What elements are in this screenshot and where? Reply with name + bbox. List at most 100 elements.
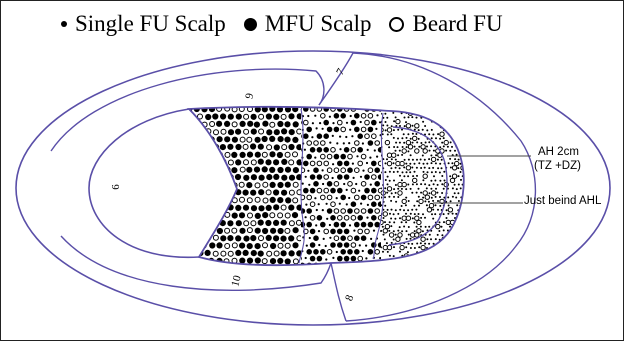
single-fu-graft-dot: [464, 163, 466, 165]
beard-graft-dot: [402, 182, 406, 186]
mfu-graft-dot: [190, 250, 196, 256]
single-fu-graft-dot: [470, 184, 472, 186]
single-fu-graft-dot: [424, 167, 426, 169]
single-fu-graft-dot: [405, 213, 407, 215]
mfu-graft-dot: [236, 114, 242, 120]
single-fu-graft-dot: [360, 121, 362, 123]
mfu-graft-dot: [232, 213, 238, 219]
single-fu-graft-dot: [414, 230, 416, 232]
beard-graft-dot: [421, 145, 425, 149]
single-fu-graft-dot: [387, 134, 389, 136]
single-fu-graft-dot: [405, 221, 407, 223]
single-fu-graft-dot: [424, 259, 426, 261]
single-fu-graft-dot: [435, 204, 437, 206]
mfu-graft-dot: [371, 120, 377, 126]
mfu-graft-dot: [235, 174, 241, 180]
mfu-graft-dot: [281, 175, 287, 181]
single-fu-graft-dot: [454, 150, 456, 152]
beard-graft-dot: [419, 199, 423, 203]
mfu-graft-dot: [235, 235, 241, 241]
beard-graft-dot: [361, 114, 366, 119]
beard-graft-dot: [274, 251, 279, 256]
single-fu-graft-dot: [458, 184, 460, 186]
single-fu-graft-dot: [418, 246, 420, 248]
single-fu-graft-dot: [356, 264, 358, 266]
mfu-graft-dot: [368, 140, 374, 146]
mfu-graft-dot: [277, 121, 283, 127]
mfu-graft-dot: [323, 120, 329, 126]
beard-graft-dot: [334, 182, 339, 187]
single-fu-graft-dot: [449, 175, 451, 177]
mfu-graft-dot: [306, 127, 312, 133]
single-fu-graft-dot: [395, 150, 397, 152]
single-fu-graft-dot: [405, 188, 407, 190]
mfu-graft-dot: [235, 205, 241, 211]
beard-graft-dot: [262, 152, 267, 157]
single-fu-graft-dot: [393, 196, 395, 198]
single-fu-graft-dot: [462, 226, 464, 228]
single-fu-graft-dot: [397, 129, 399, 131]
single-fu-graft-dot: [443, 229, 445, 231]
single-fu-graft-dot: [393, 213, 395, 215]
single-fu-graft-dot: [424, 243, 426, 245]
single-fu-graft-dot: [407, 150, 409, 152]
beard-graft-dot: [415, 124, 419, 128]
single-fu-graft-dot: [464, 238, 466, 240]
single-fu-graft-dot: [430, 113, 432, 115]
single-fu-graft-dot: [454, 192, 456, 194]
beard-graft-dot: [372, 134, 377, 139]
single-fu-graft-dot: [406, 230, 408, 232]
single-fu-graft-dot: [451, 113, 453, 115]
mfu-graft-dot: [320, 249, 326, 255]
single-fu-graft-dot: [428, 243, 430, 245]
mfu-graft-dot: [250, 143, 256, 149]
mfu-graft-dot: [217, 228, 223, 234]
mfu-graft-dot: [330, 242, 336, 248]
single-fu-graft-dot: [424, 200, 426, 202]
single-fu-graft-dot: [401, 188, 403, 190]
beard-graft-dot: [351, 188, 356, 193]
single-fu-graft-dot: [460, 171, 462, 173]
mfu-graft-dot: [239, 243, 245, 249]
mfu-graft-dot: [246, 167, 252, 173]
mfu-graft-dot: [186, 137, 192, 143]
single-fu-graft-dot: [325, 245, 327, 247]
single-fu-graft-dot: [435, 154, 437, 156]
mfu-graft-dot: [344, 174, 350, 180]
beard-graft-dot: [259, 114, 264, 119]
mfu-graft-dot: [240, 121, 246, 127]
single-fu-graft-dot: [464, 213, 466, 215]
mfu-graft-dot: [262, 212, 268, 218]
mfu-graft-dot: [361, 222, 367, 228]
beard-graft-dot: [327, 154, 332, 159]
beard-graft-dot: [387, 187, 391, 191]
mfu-graft-dot: [220, 190, 226, 196]
single-fu-graft-dot: [460, 146, 462, 148]
single-fu-graft-dot: [385, 162, 387, 164]
mfu-graft-dot: [292, 137, 298, 143]
mfu-graft-dot: [247, 258, 253, 264]
single-fu-graft-dot: [446, 125, 448, 127]
mfu-graft-dot: [254, 122, 260, 128]
single-fu-graft-dot: [429, 250, 431, 252]
single-fu-graft-dot: [456, 238, 458, 240]
single-fu-graft-dot: [316, 209, 318, 211]
single-fu-graft-dot: [457, 260, 459, 262]
mfu-graft-dot: [243, 205, 249, 211]
beard-graft-dot: [267, 251, 272, 256]
mfu-graft-dot: [334, 113, 340, 119]
single-fu-graft-dot: [441, 159, 443, 161]
single-fu-graft-dot: [403, 133, 405, 135]
beard-graft-dot: [334, 236, 339, 241]
single-fu-graft-dot: [424, 217, 426, 219]
single-fu-graft-dot: [314, 115, 316, 117]
beard-graft-dot: [331, 202, 336, 207]
single-fu-graft-dot: [393, 146, 395, 148]
single-fu-graft-dot: [435, 137, 437, 139]
single-fu-graft-dot: [382, 124, 384, 126]
mfu-graft-dot: [258, 159, 264, 165]
single-fu-graft-dot: [332, 163, 334, 165]
beard-graft-dot: [190, 205, 195, 210]
beard-graft-dot: [293, 182, 298, 187]
mfu-graft-dot: [273, 235, 279, 241]
